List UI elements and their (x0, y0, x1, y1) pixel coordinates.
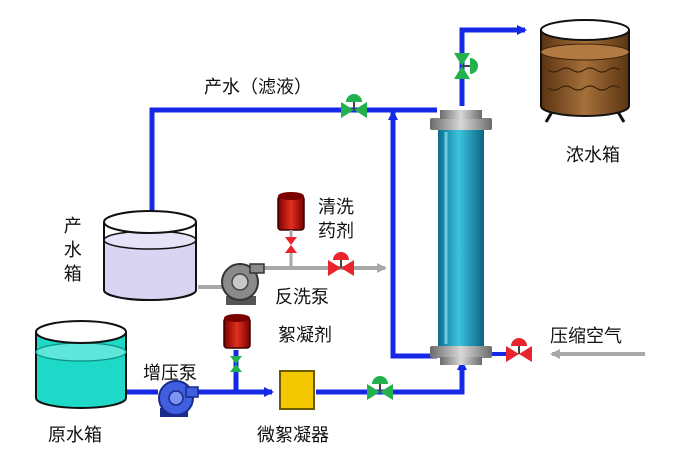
product-water-tank (103, 210, 197, 301)
micro-flocculator-label: 微絮凝器 (257, 425, 329, 446)
uf-membrane-module (430, 110, 492, 365)
raw-tank-label: 原水箱 (48, 425, 102, 446)
valve-product-line[interactable] (341, 94, 367, 118)
booster-pump-label: 增压泵 (143, 363, 197, 384)
valve-feed-line[interactable] (367, 376, 393, 400)
concentrate-tank (540, 19, 630, 123)
concentrate-tank-label: 浓水箱 (566, 145, 620, 166)
flocculant-label: 絮凝剂 (278, 325, 332, 346)
product-flow-label: 产水（滤液） (204, 77, 312, 98)
backwash-pump (221, 263, 265, 305)
valve-concentrate-line[interactable] (454, 53, 478, 79)
valve-air-line[interactable] (506, 338, 532, 362)
raw-water-tank (35, 320, 127, 409)
product-tank-label: 产水箱 (60, 216, 82, 288)
compressed-air-label: 压缩空气 (550, 326, 622, 347)
valve-cleaning-dose[interactable] (285, 237, 297, 253)
valve-flocculant-dose[interactable] (230, 356, 242, 372)
valve-backwash-line[interactable] (328, 252, 354, 276)
micro-flocculator (279, 370, 315, 410)
cleaning-agent-label: 清洗药剂 (318, 197, 354, 243)
flocculant-drum (223, 314, 251, 349)
cleaning-agent-drum (277, 192, 305, 240)
booster-pump (158, 380, 199, 417)
backwash-pump-label: 反洗泵 (275, 287, 329, 308)
